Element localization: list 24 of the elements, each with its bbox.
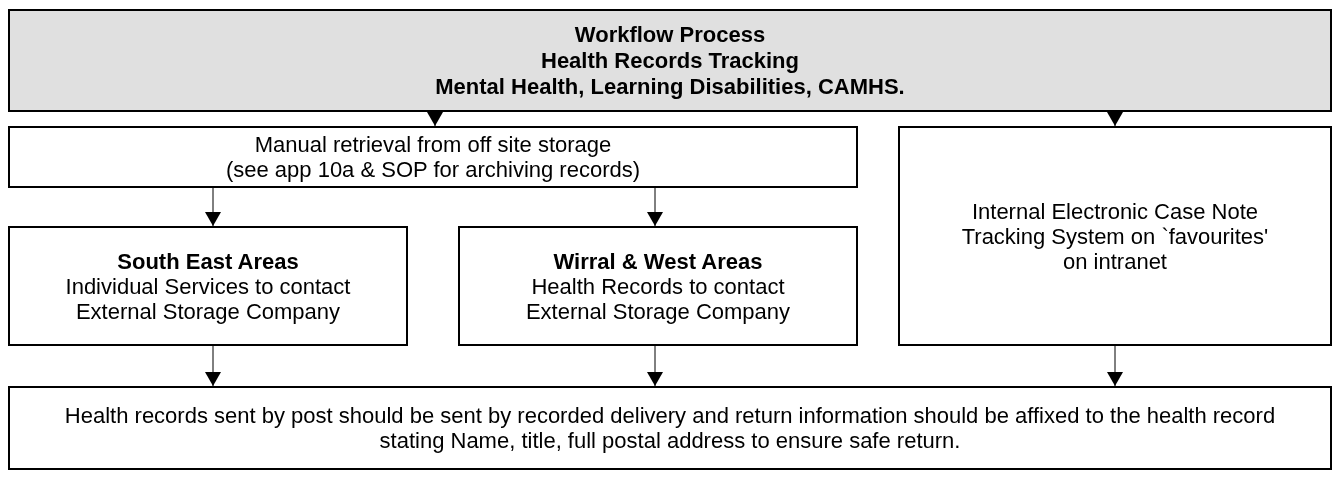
- arrow: [1107, 111, 1123, 127]
- box-text: Health records sent by post should be sent by recorded delivery and return information should be affixed to the health record stating Name, title, full postal address to ensure safe return.: [63, 403, 1277, 453]
- box-text: Individual Services to contact External Storage Company: [64, 273, 352, 324]
- process-box: [8, 126, 858, 188]
- header-box: [8, 9, 1332, 112]
- arrow: [647, 345, 663, 387]
- box-text: (see app 10a & SOP for archiving records): [225, 157, 641, 182]
- heading-text: Health Records Tracking: [541, 47, 799, 74]
- process-box: [8, 386, 1332, 470]
- heading-text: Mental Health, Learning Disabilities, CAMHS.: [435, 73, 905, 100]
- process-box: [458, 226, 858, 346]
- heading-text: Workflow Process: [574, 21, 766, 48]
- box-text: Health Records to contact External Storage Company: [524, 273, 792, 324]
- arrow: [1107, 345, 1123, 387]
- arrow: [427, 111, 443, 127]
- process-box: [8, 226, 408, 346]
- box-heading: Wirral & West Areas: [553, 248, 763, 274]
- arrow: [205, 345, 221, 387]
- arrow: [205, 187, 221, 227]
- box-heading: South East Areas: [117, 248, 299, 274]
- box-text: Internal Electronic Case Note Tracking System on `favourites' on intranet: [960, 198, 1270, 274]
- box-text: Manual retrieval from off site storage: [254, 132, 612, 157]
- process-box: [898, 126, 1332, 346]
- arrow: [647, 187, 663, 227]
